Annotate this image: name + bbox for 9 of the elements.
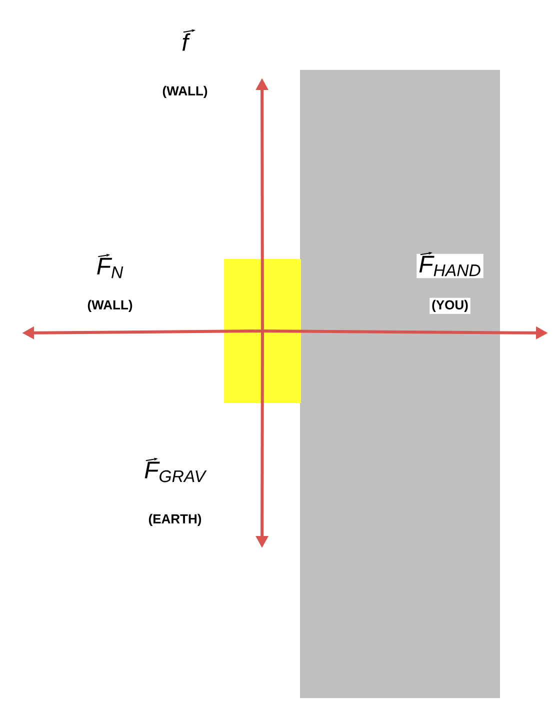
source-label: (EARTH) — [148, 514, 202, 526]
force-label: F$_{HAND}$ — [416, 252, 484, 278]
force-label: F$_{GRAV}$ — [144, 458, 207, 482]
wall — [300, 70, 500, 698]
source-label: (WALL) — [88, 300, 132, 312]
block — [224, 259, 301, 403]
source-label: (WALL) — [162, 86, 208, 98]
source-label: (YOU) — [430, 298, 470, 314]
force-label: F$_{N}$ — [97, 254, 124, 278]
